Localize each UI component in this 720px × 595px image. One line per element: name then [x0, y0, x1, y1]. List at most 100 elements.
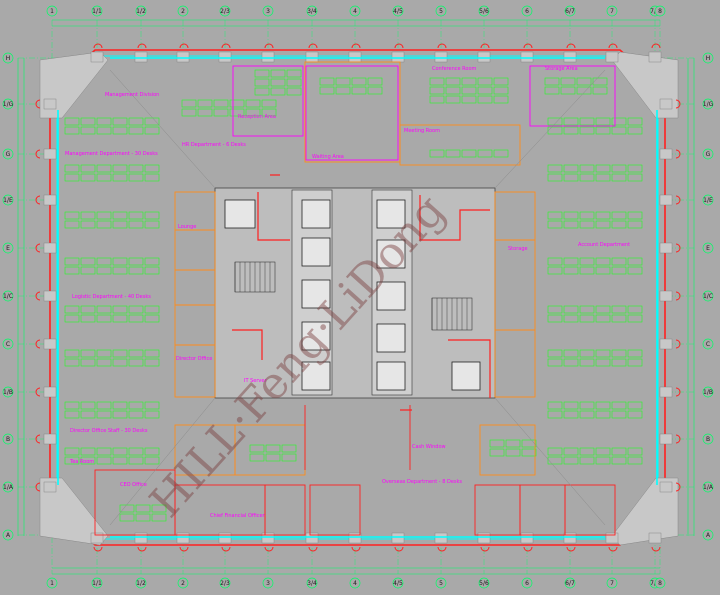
column-pillar — [134, 51, 148, 63]
desk — [595, 456, 611, 465]
row-label: E — [6, 245, 10, 252]
desk — [493, 149, 509, 158]
desk — [335, 86, 351, 95]
desk — [595, 305, 611, 314]
desk — [579, 358, 595, 367]
desk — [579, 117, 595, 126]
column-label-bubble — [564, 5, 576, 17]
desk — [445, 149, 461, 158]
desk — [611, 126, 627, 135]
desk — [627, 164, 643, 173]
desk — [547, 211, 563, 220]
desk — [563, 410, 579, 419]
door-swing — [675, 339, 681, 349]
desk — [80, 314, 96, 323]
desk — [245, 99, 261, 108]
row-label: E — [706, 245, 710, 252]
desk — [563, 117, 579, 126]
row-label: 1/G — [703, 101, 714, 108]
desk — [112, 266, 128, 275]
red-partitions — [94, 405, 616, 536]
desk — [627, 117, 643, 126]
desk — [64, 117, 80, 126]
column-pillar — [659, 148, 673, 160]
column-label-bubble — [135, 5, 147, 17]
door-swing — [35, 339, 41, 349]
column-label: 1 — [50, 580, 54, 587]
desk — [579, 349, 595, 358]
row-label-bubble — [702, 290, 714, 302]
desk — [64, 266, 80, 275]
row-label: 1/B — [3, 389, 13, 396]
desk — [477, 77, 493, 86]
desk — [611, 266, 627, 275]
door-swing — [675, 434, 681, 444]
desk — [144, 117, 160, 126]
desk — [547, 173, 563, 182]
column-label: 1/1 — [92, 580, 102, 587]
door-swing — [675, 99, 681, 109]
column-label: 4 — [353, 580, 357, 587]
room-label: IT Server — [244, 378, 267, 384]
row-label-bubble — [702, 529, 714, 541]
row-label-bubble — [702, 386, 714, 398]
desk — [563, 220, 579, 229]
column-label-bubble — [262, 5, 274, 17]
desk — [611, 349, 627, 358]
column-pillar — [218, 51, 232, 63]
desk — [112, 447, 128, 456]
column-label: 5 — [439, 580, 443, 587]
door-swing — [93, 43, 103, 49]
column-label-bubble — [521, 577, 533, 589]
desk — [144, 164, 160, 173]
row-labels-right: H1/GG1/EE1/CC1/BB1/AA — [702, 52, 714, 541]
desk — [547, 266, 563, 275]
desk — [144, 447, 160, 456]
desk — [265, 453, 281, 462]
desk — [80, 305, 96, 314]
door-swing — [480, 43, 490, 49]
desk — [96, 257, 112, 266]
desk — [611, 358, 627, 367]
desk — [254, 78, 270, 87]
room-label: Cash Window — [412, 444, 446, 450]
room-labels: Management Division Management Departmen… — [65, 66, 630, 519]
door-swing — [35, 482, 41, 492]
desk — [128, 257, 144, 266]
desk — [112, 305, 128, 314]
desk — [286, 87, 302, 96]
column-pillar — [43, 98, 57, 110]
row-label: 1/A — [3, 484, 14, 491]
row-label-bubble — [2, 52, 14, 64]
row-label-bubble — [702, 242, 714, 254]
desk — [286, 78, 302, 87]
desk — [128, 358, 144, 367]
desk — [64, 401, 80, 410]
column-labels-bottom: 11/11/222/333/444/555/666/777/88 — [46, 577, 666, 589]
door-swing — [394, 43, 404, 49]
row-label-bubble — [2, 242, 14, 254]
column-label: 6 — [525, 8, 529, 15]
column-pillar — [391, 51, 405, 63]
column-label: 8 — [658, 8, 662, 15]
desk — [505, 448, 521, 457]
desk — [611, 211, 627, 220]
desk — [367, 77, 383, 86]
desk — [477, 149, 493, 158]
desk — [80, 401, 96, 410]
column-pillar — [134, 532, 148, 544]
desk — [595, 211, 611, 220]
desk — [64, 211, 80, 220]
door-swing — [308, 546, 318, 552]
column-pillar — [605, 532, 619, 544]
desk — [229, 99, 245, 108]
column-label-bubble — [177, 577, 189, 589]
desk — [563, 257, 579, 266]
row-label-bubble — [702, 194, 714, 206]
column-label: 5/6 — [479, 8, 489, 15]
desk — [151, 504, 167, 513]
desk — [521, 448, 537, 457]
desk — [64, 220, 80, 229]
desk — [579, 164, 595, 173]
column-label-bubble — [392, 5, 404, 17]
